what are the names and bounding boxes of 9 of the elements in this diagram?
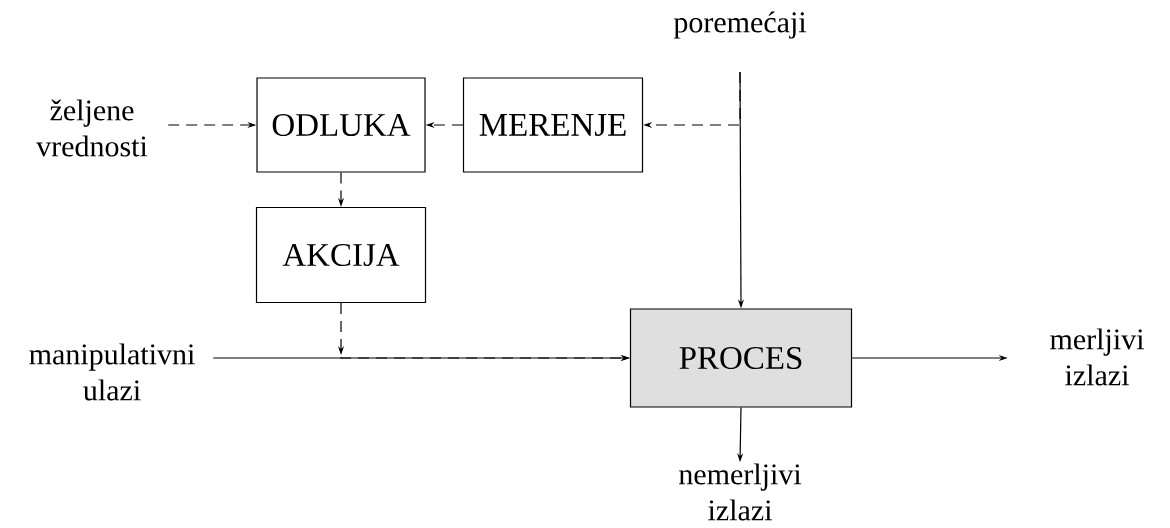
- process-box: MERENJE: [462, 77, 644, 173]
- input-label: željene vrednosti: [36, 99, 148, 157]
- process-box: ODLUKA: [256, 77, 426, 173]
- disturbance-label: poremećaji: [673, 11, 807, 39]
- input-label: manipulativni ulazi: [29, 343, 195, 401]
- output-label: nemerljivi izlazi: [679, 463, 802, 521]
- process-box: AKCIJA: [255, 206, 427, 304]
- output-label: merljivi izlazi: [1050, 328, 1144, 386]
- process-box: PROCES: [629, 308, 853, 408]
